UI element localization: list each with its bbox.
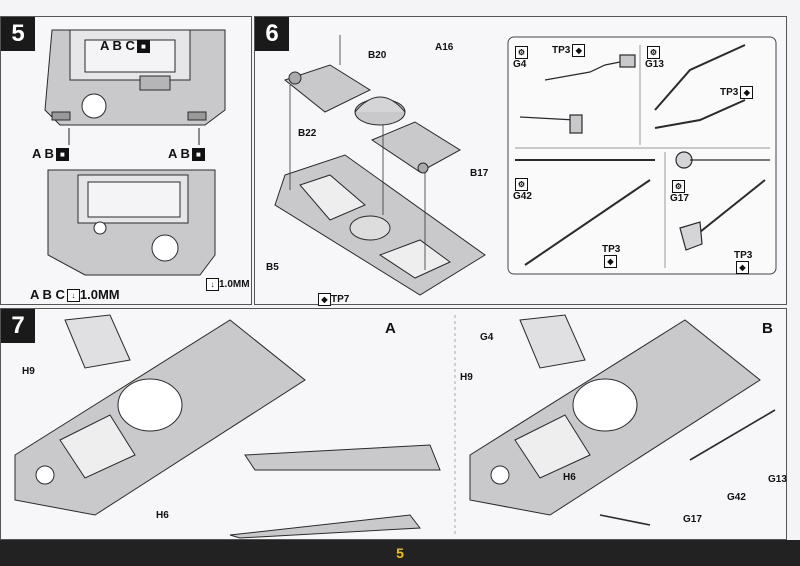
label-g13: ⚙G13 <box>645 46 664 70</box>
step6-hatch-b20 <box>283 64 372 113</box>
tool-icon: ⚙ <box>647 46 660 59</box>
tp7-text: TP7 <box>331 294 350 306</box>
g13-text: G13 <box>645 59 664 70</box>
label-g42-b: G42 <box>727 492 746 503</box>
label-h6-a: H6 <box>156 510 169 521</box>
mm-text: 1.0MM <box>79 287 120 302</box>
tp3-text: TP3 <box>552 45 571 57</box>
label-g4: ⚙G4 <box>513 46 528 70</box>
glue-icon: ◆ <box>604 255 617 268</box>
step7a-rail-top <box>244 444 441 471</box>
paint-icon: ■ <box>191 148 205 162</box>
tp3-text: TP3 <box>720 87 739 99</box>
drill-icon: ↓ <box>206 278 219 291</box>
step-7-number: 7 <box>1 309 35 343</box>
step5-label-ab-right: A B■ <box>168 146 205 162</box>
step-5-number: 5 <box>1 17 35 51</box>
step6-subassembly-box <box>507 36 777 275</box>
ab-text: A B <box>168 146 190 161</box>
label-h9-b: H9 <box>460 372 473 383</box>
drill-icon: ↓ <box>66 289 80 303</box>
label-a16: A16 <box>435 42 454 53</box>
abc-text: A B C <box>30 287 65 302</box>
label-variant-a: A <box>385 320 396 337</box>
step6-dome-b22 <box>354 96 406 126</box>
label-variant-b: B <box>762 320 773 337</box>
step6-tools <box>515 44 770 266</box>
step6-hatch-b17 <box>370 121 461 174</box>
step7a-hull <box>14 314 306 516</box>
label-tp3-b: TP3◆ <box>720 86 754 99</box>
label-tp3-c: TP3◆ <box>602 244 620 268</box>
page-footer <box>0 540 800 566</box>
label-tp7: ◆TP7 <box>316 293 349 306</box>
tp3-text: TP3 <box>602 244 621 255</box>
g42-text: G42 <box>513 191 532 202</box>
tool-icon: ⚙ <box>515 46 528 59</box>
label-g13-b: G13 <box>768 474 787 485</box>
step5-hull-top <box>44 29 226 126</box>
g17-text: G17 <box>670 193 689 204</box>
step5-hull-bottom <box>47 169 216 276</box>
tp3-text: TP3 <box>734 250 753 261</box>
label-h9-a: H9 <box>22 366 35 377</box>
mm-text: 1.0MM <box>219 279 250 291</box>
tool-icon: ⚙ <box>672 180 685 193</box>
step5-label-mm-right: ↓1.0MM <box>204 278 250 291</box>
glue-icon: ◆ <box>740 86 754 99</box>
glue-icon: ◆ <box>318 293 331 306</box>
g4-text: G4 <box>513 59 527 70</box>
label-g17: ⚙G17 <box>670 180 689 204</box>
step5-label-abc-top: A B C■ <box>100 38 150 54</box>
step-6-number: 6 <box>255 17 289 51</box>
label-b5: B5 <box>266 262 279 273</box>
step5-label-abc-bottom: A B C↓1.0MM <box>30 287 120 303</box>
page-number: 5 <box>396 545 404 561</box>
label-g42: ⚙G42 <box>513 178 532 202</box>
step7b-hull <box>469 314 761 516</box>
label-tp3-a: TP3◆ <box>552 44 586 57</box>
label-g17-b: G17 <box>683 514 702 525</box>
glue-icon: ◆ <box>736 261 749 274</box>
ab-text: A B <box>32 146 54 161</box>
label-b17: B17 <box>470 168 489 179</box>
abc-text: A B C <box>100 38 135 53</box>
label-g4-b: G4 <box>480 332 494 343</box>
paint-icon: ■ <box>136 40 150 54</box>
label-tp3-d: TP3◆ <box>734 250 752 274</box>
step7a-rail-bottom <box>229 514 421 539</box>
step6-hull-plate <box>274 154 486 296</box>
tool-icon: ⚙ <box>515 178 528 191</box>
paint-icon: ■ <box>55 148 69 162</box>
label-b22: B22 <box>298 128 317 139</box>
glue-icon: ◆ <box>572 44 586 57</box>
step5-label-ab-left: A B■ <box>32 146 69 162</box>
label-b20: B20 <box>368 50 387 61</box>
label-h6-b: H6 <box>563 472 576 483</box>
